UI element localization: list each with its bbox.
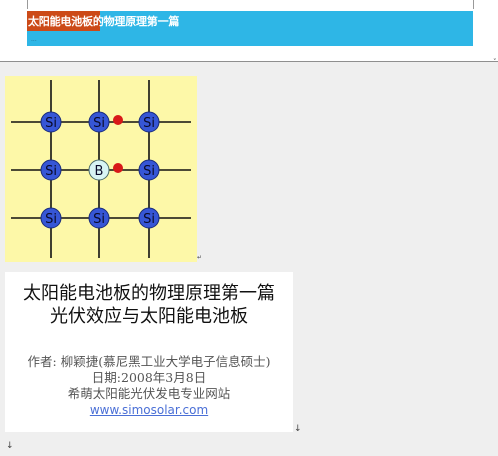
silicon-atom: Si: [138, 207, 160, 229]
silicon-atom: Si: [40, 159, 62, 181]
silicon-atom: Si: [40, 111, 62, 133]
silicon-atom: Si: [88, 207, 110, 229]
lattice-diagram: Si Si Si Si B Si: [11, 80, 191, 258]
margin-corner-mark: [473, 0, 474, 9]
silicon-label: Si: [143, 212, 155, 227]
paragraph-mark: ↓: [6, 441, 14, 451]
title-highlight: [27, 11, 100, 31]
boron-atom: B: [88, 159, 110, 181]
silicon-atom: Si: [138, 159, 160, 181]
title-banner: 太阳能电池板的物理原理第一篇 ...: [27, 11, 473, 46]
title-text[interactable]: 太阳能电池板的物理原理第一篇: [28, 13, 179, 29]
atoms: Si Si Si Si B Si: [40, 111, 160, 229]
horizontal-rule: [0, 61, 498, 62]
lattice-figure[interactable]: Si Si Si Si B Si: [5, 76, 197, 262]
cover-title: 太阳能电池板的物理原理第一篇: [23, 283, 275, 304]
silicon-label: Si: [93, 212, 105, 227]
silicon-atom: Si: [88, 111, 110, 133]
hole-dot: [113, 115, 123, 125]
silicon-label: Si: [45, 164, 57, 179]
title-dots: ...: [31, 36, 37, 43]
silicon-label: Si: [143, 164, 155, 179]
title-highlighted-text: 太阳能电池板: [28, 15, 93, 28]
silicon-atom: Si: [138, 111, 160, 133]
cover-website-link[interactable]: www.simosolar.com: [89, 403, 209, 417]
hole-dot: [113, 163, 123, 173]
paragraph-mark: ↓: [294, 424, 302, 434]
cover-date: 日期:2008年3月8日: [91, 370, 207, 385]
silicon-label: Si: [45, 212, 57, 227]
silicon-atom: Si: [40, 207, 62, 229]
margin-corner-mark: [27, 0, 28, 9]
line-end-mark: ˅: [493, 58, 497, 66]
cover-subtitle: 光伏效应与太阳能电池板: [50, 306, 248, 327]
cover-organization: 希萌太阳能光伏发电专业网站: [67, 386, 231, 401]
cover-image[interactable]: 太阳能电池板的物理原理第一篇 光伏效应与太阳能电池板 作者: 柳颖捷(慕尼黑工业…: [5, 272, 293, 432]
paragraph-mark: ↵: [197, 254, 203, 261]
silicon-label: Si: [143, 116, 155, 131]
title-rest-text: 的物理原理第一篇: [92, 15, 180, 28]
cover-author: 作者: 柳颖捷(慕尼黑工业大学电子信息硕士): [27, 354, 271, 369]
boron-label: B: [95, 164, 104, 179]
silicon-label: Si: [45, 116, 57, 131]
silicon-label: Si: [93, 116, 105, 131]
